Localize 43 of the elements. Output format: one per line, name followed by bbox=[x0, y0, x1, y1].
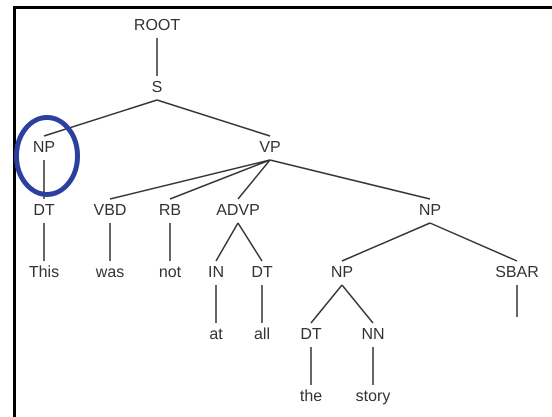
tree-branch bbox=[110, 159, 270, 200]
tree-branch bbox=[237, 160, 271, 200]
tree-branch bbox=[342, 222, 430, 262]
tree-label: DT bbox=[300, 326, 322, 344]
tree-branch bbox=[372, 347, 374, 385]
tree-branch bbox=[237, 222, 263, 262]
tree-branch bbox=[156, 99, 270, 137]
tree-branch bbox=[310, 284, 343, 324]
tree-label: ADVP bbox=[216, 202, 260, 220]
tree-label: VBD bbox=[94, 202, 126, 220]
tree-label: ROOT bbox=[134, 17, 180, 35]
tree-label: NN bbox=[361, 326, 385, 344]
tree-branch bbox=[43, 223, 45, 261]
tree-branch bbox=[215, 222, 239, 262]
tree-label: NP bbox=[330, 264, 354, 282]
tree-label: VP bbox=[259, 139, 281, 157]
tree-branch bbox=[341, 284, 374, 324]
tree-branch bbox=[170, 159, 270, 200]
tree-branch bbox=[109, 223, 111, 261]
tree-label: the bbox=[300, 388, 322, 406]
tree-label: IN bbox=[208, 264, 224, 282]
tree-label: at bbox=[209, 326, 223, 344]
tree-branch bbox=[261, 285, 263, 323]
tree-label: NP bbox=[418, 202, 442, 220]
tree-branch bbox=[44, 99, 158, 137]
tree-branch bbox=[215, 285, 217, 323]
tree-branch bbox=[430, 222, 518, 262]
tree-label: This bbox=[28, 264, 60, 282]
tree-label: not bbox=[158, 264, 182, 282]
tree-label: was bbox=[96, 264, 124, 282]
tree-label: story bbox=[356, 388, 390, 406]
tree-branch bbox=[516, 285, 518, 317]
tree-label: DT bbox=[251, 264, 273, 282]
tree-label: NP bbox=[32, 139, 56, 157]
tree-branch bbox=[169, 223, 171, 261]
tree-branch bbox=[156, 38, 158, 76]
tree-branch bbox=[270, 159, 430, 200]
tree-label: all bbox=[254, 326, 270, 344]
tree-branch bbox=[310, 347, 312, 385]
tree-label: S bbox=[152, 79, 162, 97]
tree-label: RB bbox=[158, 202, 182, 220]
tree-label: DT bbox=[33, 202, 55, 220]
tree-label: SBAR bbox=[495, 264, 539, 282]
